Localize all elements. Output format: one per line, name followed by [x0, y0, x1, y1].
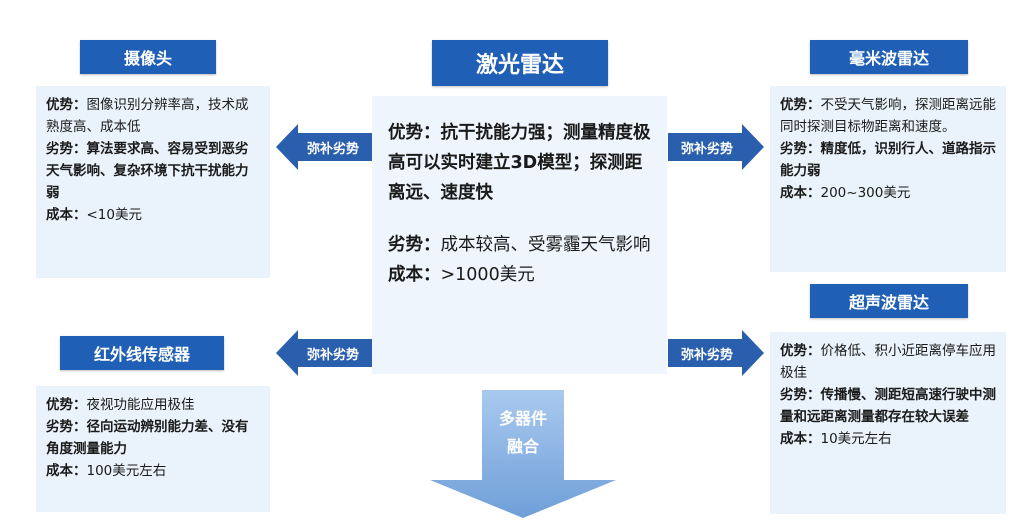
mmwave-disadvantages: 劣势：精度低，识别行人、道路指示能力弱	[780, 141, 996, 179]
arrow-right-icon	[668, 330, 764, 376]
arrow-left-icon	[276, 330, 372, 376]
lidar-cost: 成本：>1000美元	[388, 265, 535, 285]
ultrasonic-advantages: 优势：价格低、积小近距离停车应用极佳	[780, 343, 996, 381]
lidar-disadvantages: 劣势：成本较高、受雾霾天气影响	[388, 235, 651, 255]
arrow-down-icon	[430, 390, 616, 518]
lidar-title: 激光雷达	[432, 40, 608, 86]
infrared-panel: 优势：夜视功能应用极佳 劣势：径向运动辨别能力差、没有角度测量能力 成本：100…	[36, 386, 270, 512]
camera-title: 摄像头	[80, 40, 216, 74]
arrow-right-icon	[668, 124, 764, 170]
mmwave-title: 毫米波雷达	[810, 40, 968, 74]
camera-disadvantages: 劣势：算法要求高、容易受到恶劣天气影响、复杂环境下抗干扰能力弱	[46, 141, 249, 201]
arrow-left-icon	[276, 124, 372, 170]
arrow-label-bottom-left: 弥补劣势	[306, 347, 359, 363]
arrow-label-bottom-right: 弥补劣势	[680, 347, 733, 363]
infrared-cost: 成本：100美元左右	[46, 463, 167, 479]
fusion-label: 多器件 融合	[498, 409, 547, 456]
arrow-label-top-left: 弥补劣势	[306, 141, 359, 157]
ultrasonic-title: 超声波雷达	[810, 284, 968, 318]
mmwave-advantages: 优势：不受天气影响，探测距离远能同时探测目标物距离和速度。	[780, 97, 996, 135]
infrared-advantages: 优势：夜视功能应用极佳	[46, 397, 195, 413]
camera-panel: 优势：图像识别分辨率高，技术成熟度高、成本低 劣势：算法要求高、容易受到恶劣天气…	[36, 86, 270, 278]
ultrasonic-panel: 优势：价格低、积小近距离停车应用极佳 劣势：传播慢、测距短高速行驶中测量和远距离…	[770, 332, 1006, 514]
camera-cost: 成本：<10美元	[46, 207, 142, 223]
lidar-advantages: 优势：抗干扰能力强；测量精度极高可以实时建立3D模型；探测距离远、速度快	[388, 123, 651, 203]
mmwave-cost: 成本：200~300美元	[780, 185, 911, 201]
ultrasonic-disadvantages: 劣势：传播慢、测距短高速行驶中测量和远距离测量都存在较大误差	[780, 387, 996, 425]
infrared-disadvantages: 劣势：径向运动辨别能力差、没有角度测量能力	[46, 419, 249, 457]
infrared-title: 红外线传感器	[60, 336, 224, 370]
arrow-label-top-right: 弥补劣势	[680, 141, 733, 157]
mmwave-panel: 优势：不受天气影响，探测距离远能同时探测目标物距离和速度。 劣势：精度低，识别行…	[770, 86, 1006, 272]
lidar-panel: 优势：抗干扰能力强；测量精度极高可以实时建立3D模型；探测距离远、速度快 劣势：…	[372, 96, 667, 374]
ultrasonic-cost: 成本：10美元左右	[780, 431, 892, 447]
camera-advantages: 优势：图像识别分辨率高，技术成熟度高、成本低	[46, 97, 249, 135]
